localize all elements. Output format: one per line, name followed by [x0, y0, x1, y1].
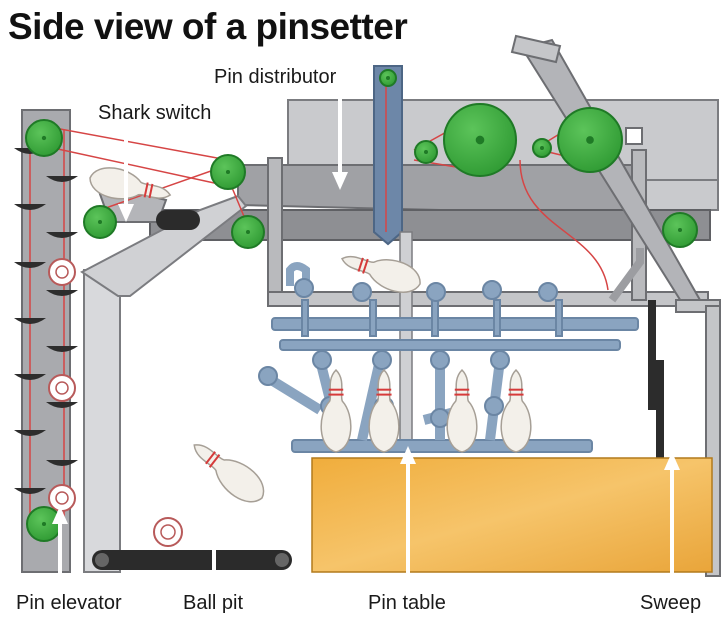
gear-hub	[386, 76, 390, 80]
pin-body	[320, 368, 352, 453]
elevator-bucket	[46, 402, 78, 408]
table-knob	[372, 350, 392, 370]
pin-slide-post	[83, 269, 121, 573]
shark-switch-pin	[89, 167, 172, 200]
table-knob	[430, 408, 450, 428]
elevator-bucket	[46, 176, 78, 182]
elevator-pin-ring	[55, 491, 69, 505]
diagram-title: Side view of a pinsetter	[8, 6, 408, 47]
standing-pin	[320, 368, 352, 453]
pin-body	[500, 368, 532, 453]
gear-hub	[98, 220, 102, 224]
elevator-bucket	[46, 290, 78, 296]
linkage-rod	[608, 248, 644, 303]
elevator-bucket	[14, 318, 46, 324]
elevator-pin-ring	[55, 265, 69, 279]
elevator-bucket	[14, 262, 46, 268]
elevator-pin-base	[48, 258, 76, 286]
elevator-bucket	[46, 460, 78, 466]
elevator-bucket	[14, 430, 46, 436]
pin-deck	[311, 457, 713, 573]
table-knob	[430, 350, 450, 370]
elevator-pin-ring	[55, 381, 69, 395]
elevator-bucket	[46, 232, 78, 238]
table-knob	[294, 278, 314, 298]
label-pin-elevator: Pin elevator	[16, 592, 122, 614]
label-ball-pit: Ball pit	[183, 592, 244, 614]
table-knob	[258, 366, 278, 386]
gear-hub	[586, 136, 594, 144]
gear-hub	[424, 150, 428, 154]
pin-body	[368, 368, 400, 453]
upper-housing	[149, 34, 719, 308]
deck-beam-left	[267, 157, 283, 299]
gear-hub	[246, 230, 250, 234]
standing-pin	[446, 368, 478, 453]
label-pin-table: Pin table	[368, 592, 446, 614]
elevator-pin-base	[48, 374, 76, 402]
elevator-bucket	[14, 374, 46, 380]
label-sweep: Sweep	[640, 592, 702, 614]
distributor-tray	[237, 164, 641, 217]
elevator-bucket	[46, 346, 78, 352]
callout-arrows	[52, 88, 680, 586]
gear-hub	[475, 135, 485, 145]
table-knob	[312, 350, 332, 370]
pin-body	[446, 368, 478, 453]
standing-pin	[368, 368, 400, 453]
gear-hub	[41, 521, 47, 527]
table-knob	[484, 396, 504, 416]
table-knob	[490, 350, 510, 370]
table-knob	[352, 282, 372, 302]
standing-pin	[500, 368, 532, 453]
elevator-bucket	[14, 204, 46, 210]
pin-stripe	[148, 183, 154, 199]
table-knob	[538, 282, 558, 302]
pin-stripe	[208, 454, 221, 468]
bracket-block	[625, 127, 643, 145]
pin-body	[193, 444, 265, 503]
pin-ramp	[80, 194, 248, 297]
housing-step	[639, 179, 719, 211]
gear-hub	[677, 227, 683, 233]
pin-stripe	[357, 257, 364, 272]
elevator-bucket	[14, 488, 46, 494]
gear-hub	[540, 146, 544, 150]
gear-hub	[41, 135, 47, 141]
label-shark-switch: Shark switch	[98, 102, 212, 124]
label-pin-distributor: Pin distributor	[214, 66, 337, 88]
gear-hub	[225, 169, 231, 175]
sprocket-gears	[25, 69, 698, 542]
arm-bracket	[510, 34, 562, 64]
pin-stripe	[143, 182, 149, 198]
ball-pit	[92, 517, 292, 570]
pin-stripe	[205, 451, 216, 465]
elevator-pin-base	[48, 484, 76, 512]
table-knob	[482, 280, 502, 300]
falling-pin	[193, 444, 265, 503]
distributor-pin	[341, 255, 421, 293]
bowling-pins	[89, 167, 532, 503]
pin-stripe	[362, 258, 369, 274]
table-knob	[426, 282, 446, 302]
pin-elevator-column	[14, 109, 78, 573]
return-cable	[519, 159, 609, 291]
